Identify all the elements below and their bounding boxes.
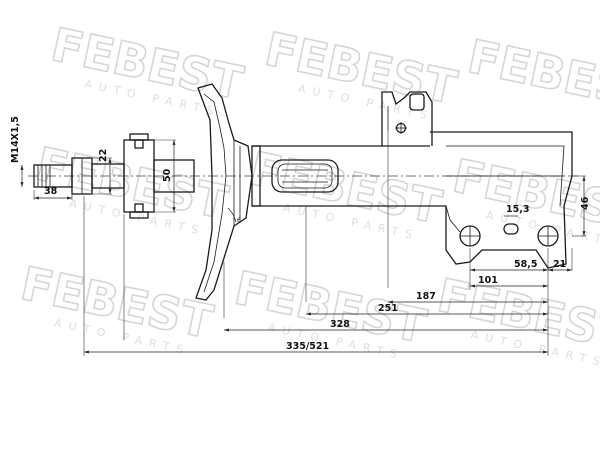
abs-bracket	[381, 91, 433, 146]
dimension-labels: M14X1,5 38 22 50 6 15,3 46 58,5 21 101 1…	[10, 116, 591, 352]
hole-pitch-label: 58,5	[514, 259, 537, 270]
nut-diameter-label: 22	[98, 149, 109, 162]
watermark-brand: FEBEST	[463, 29, 600, 122]
mount-diameter-label: 50	[162, 168, 173, 182]
hole-edge-label: 21	[553, 259, 566, 270]
to-spring-seat-label: 251	[378, 303, 398, 314]
thread-length-label: 38	[44, 186, 58, 197]
body-length-label: 187	[416, 291, 436, 302]
hole-gap-label: 15,3	[506, 204, 529, 215]
to-first-hole-label: 101	[478, 275, 498, 286]
dimension-lines	[20, 140, 586, 354]
extension-lines	[33, 130, 586, 356]
thread-label: M14X1,5	[10, 116, 21, 163]
to-top-mount-label: 328	[330, 319, 350, 330]
strut-tube	[251, 145, 430, 207]
overall-length-label: 335/521	[286, 341, 329, 352]
spring-seat	[195, 83, 253, 301]
angle-label: 6	[237, 217, 241, 224]
bracket-height-label: 46	[580, 196, 591, 210]
